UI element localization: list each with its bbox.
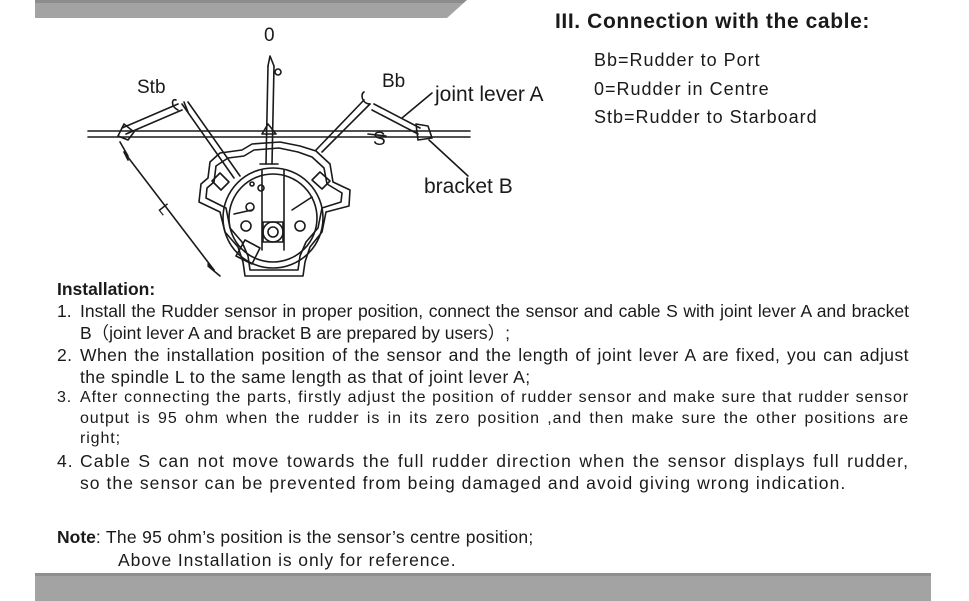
sensor-body xyxy=(198,141,351,277)
connection-list: Bb=Rudder to Port 0=Rudder in Centre Stb… xyxy=(594,46,818,132)
centre-lever xyxy=(259,55,282,165)
connection-item-starboard: Stb=Rudder to Starboard xyxy=(594,107,818,127)
step-number: 1. xyxy=(57,301,72,321)
connection-item-centre: 0=Rudder in Centre xyxy=(594,78,770,99)
step-text: After connecting the parts, firstly adju… xyxy=(80,389,909,447)
label-bb: Bb xyxy=(382,71,405,92)
bb-lever xyxy=(315,91,469,177)
note-line-2: Above Installation is only for reference… xyxy=(118,549,457,570)
note-line-1: : The 95 ohm’s position is the sensor’s … xyxy=(95,527,534,547)
label-cable: S xyxy=(373,129,386,150)
cable-s xyxy=(87,130,471,138)
label-spindle: L xyxy=(154,201,173,219)
top-banner xyxy=(35,0,467,18)
spindle-dimension xyxy=(119,141,221,277)
step-number: 4. xyxy=(57,450,74,471)
label-zero: 0 xyxy=(264,25,275,46)
step-text: Cable S can not move towards the full ru… xyxy=(80,450,909,493)
note: Note: The 95 ohm’s position is the senso… xyxy=(57,526,534,571)
label-bracket: bracket B xyxy=(424,175,513,198)
step-text: Install the Rudder sensor in proper posi… xyxy=(80,301,909,343)
installation-steps: 1. Install the Rudder sensor in proper p… xyxy=(57,300,909,494)
connection-title: III. Connection with the cable: xyxy=(555,10,870,33)
installation-step: 3. After connecting the parts, firstly a… xyxy=(57,388,909,450)
label-joint-lever: joint lever A xyxy=(434,83,544,106)
step-text: When the installation position of the se… xyxy=(80,345,909,387)
installation-title: Installation: xyxy=(57,279,156,299)
label-stb: Stb xyxy=(137,77,166,98)
rudder-sensor-diagram: 0 Stb Bb joint lever A S L bracket B xyxy=(87,25,544,277)
step-number: 2. xyxy=(57,345,73,365)
installation-step: 4. Cable S can not move towards the full… xyxy=(57,450,909,494)
stb-lever xyxy=(117,98,241,179)
installation-step: 2. When the installation position of the… xyxy=(57,344,909,388)
connection-item-port: Bb=Rudder to Port xyxy=(594,50,761,70)
bottom-banner xyxy=(35,573,931,601)
installation-step: 1. Install the Rudder sensor in proper p… xyxy=(57,300,909,344)
note-label: Note xyxy=(57,527,96,547)
step-number: 3. xyxy=(57,389,73,406)
